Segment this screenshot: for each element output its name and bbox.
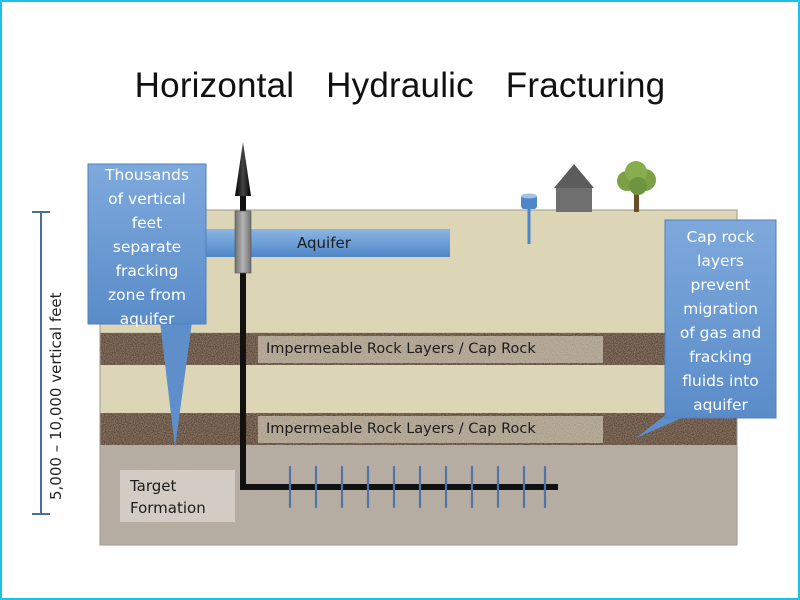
depth-bracket (32, 211, 50, 515)
left-callout-text: Thousands of vertical feet separate frac… (105, 166, 189, 328)
house-icon (554, 164, 594, 212)
aquifer-label: Aquifer (297, 234, 351, 252)
page-title: Horizontal Hydraulic Fracturing (134, 66, 666, 105)
middle-sand-layer (100, 365, 737, 413)
left-callout-shape (87, 163, 207, 448)
target-label-bg (120, 470, 235, 522)
derrick-icon (235, 142, 251, 196)
water-well-icon (521, 193, 537, 244)
well-bore (234, 196, 558, 490)
well-casing (234, 210, 252, 274)
target-formation-label: Target Formation (130, 477, 206, 517)
cap-rock-lower-label: Impermeable Rock Layers / Cap Rock (266, 421, 536, 437)
cap-rock-lower-label-bg (258, 416, 603, 443)
tree-icon (617, 161, 656, 212)
fracture-lines (288, 465, 547, 509)
cap-rock-upper-label: Impermeable Rock Layers / Cap Rock (266, 341, 536, 357)
depth-label: 5,000 – 10,000 vertical feet (47, 292, 65, 500)
cap-rock-upper-label-bg (258, 336, 603, 363)
right-callout-text: Cap rock layers prevent migration of gas… (679, 228, 762, 414)
right-callout-shape (636, 219, 777, 438)
